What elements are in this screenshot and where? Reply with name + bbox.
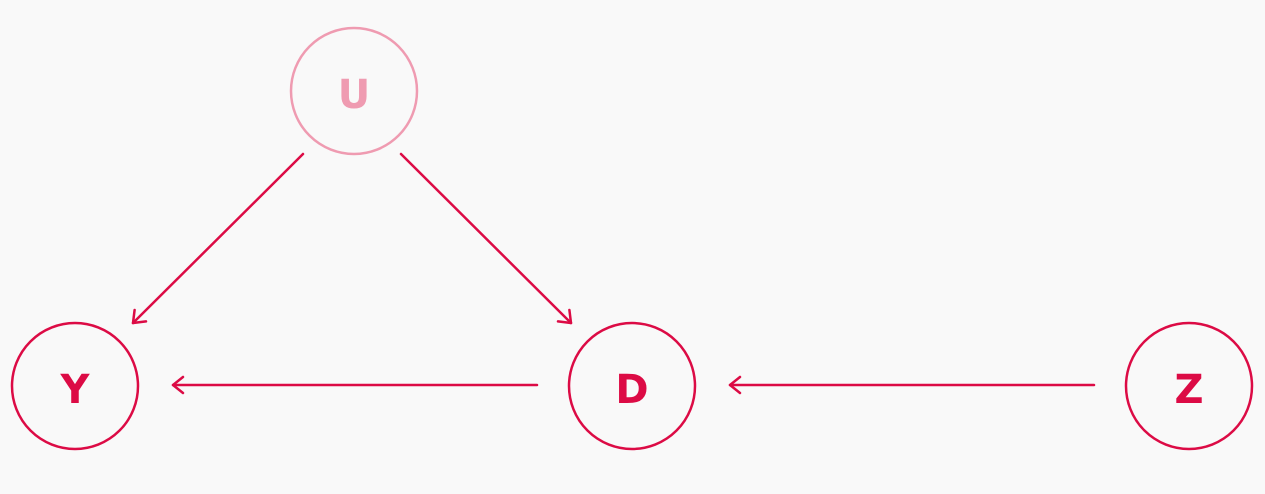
node-d: D [567,321,697,451]
edge-u-to-y [131,152,305,325]
node-z-circle [1124,321,1254,451]
node-u: U [289,26,419,156]
node-u-circle [289,26,419,156]
node-z: Z [1124,321,1254,451]
node-d-circle [567,321,697,451]
node-y: Y [10,321,140,451]
node-d-label: D [615,367,648,413]
node-y-label: Y [60,367,91,413]
node-z-label: Z [1174,367,1203,413]
node-u-label: U [338,72,370,118]
edge-u-to-d [399,152,573,325]
edge-z-to-d [728,375,1096,395]
edge-d-to-y [171,375,539,395]
node-y-circle [10,321,140,451]
